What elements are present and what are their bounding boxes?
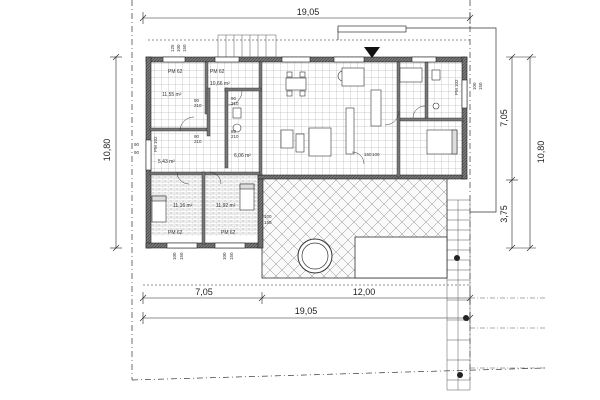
pool	[354, 236, 448, 279]
right-upper-label: 7,05	[499, 109, 509, 127]
right-150: 150	[478, 82, 483, 90]
windows	[145, 56, 468, 249]
door-size-4: 80	[231, 129, 237, 134]
door-size-5: 150	[364, 152, 372, 157]
bottom-100a: 100	[172, 252, 177, 260]
bottom-150a: 150	[179, 252, 184, 260]
area-label-c: 5,43 m²	[158, 159, 175, 165]
pm-label-3: PM 62	[168, 230, 183, 236]
right-dimensions	[506, 53, 536, 252]
bottom-150b: 150	[229, 252, 234, 260]
bottom-total-label: 19,05	[295, 306, 318, 316]
top-150: 150	[182, 44, 187, 52]
external-stairs	[446, 199, 545, 391]
door-size-2: 90	[194, 134, 200, 139]
door-size-1: 90	[194, 98, 200, 103]
area-label-d: 6,06 m²	[234, 153, 251, 159]
right-100: 100	[472, 82, 477, 90]
left-height-label: 10,80	[102, 139, 112, 162]
pm-label-4: PM 62	[221, 230, 236, 236]
top-dimension	[139, 12, 474, 41]
pm-label-2: PM 62	[210, 69, 225, 75]
door-size-1b: 210	[194, 103, 202, 108]
interior-walls	[149, 61, 464, 245]
area-label-e: 11,16 m²	[173, 203, 193, 209]
bottom-dimensions	[139, 284, 474, 324]
mid-100c: 100	[264, 214, 272, 219]
jacuzzi	[297, 238, 333, 274]
bottom-right-label: 12,00	[353, 287, 376, 297]
pm-label-6: PM 102	[454, 79, 459, 95]
door-size-2b: 210	[194, 139, 202, 144]
outer-terrace	[337, 25, 497, 213]
area-label-b: 10,66 m²	[210, 81, 230, 87]
right-height-label: 10,80	[536, 141, 546, 164]
bottom-left-label: 7,05	[195, 287, 213, 297]
door-size-3: 90	[231, 96, 237, 101]
right-lower-label: 3,75	[499, 205, 509, 223]
pm-label-1: PM 62	[168, 69, 183, 75]
side-90b: 90	[134, 150, 140, 155]
area-label-a: 11,55 m²	[162, 92, 182, 98]
door-swings	[176, 90, 426, 185]
side-90: 90	[134, 142, 140, 147]
door-size-5b: 100	[372, 152, 380, 157]
pm-label-5: PM 102	[153, 136, 158, 152]
top-stairs	[217, 34, 277, 58]
door-size-3b: 210	[231, 101, 239, 106]
mid-150c: 150	[264, 220, 272, 225]
furniture	[232, 67, 441, 157]
bottom-100b: 100	[222, 252, 227, 260]
level-markers	[454, 255, 469, 378]
entry-arrow	[364, 47, 380, 58]
top-total-label: 19,05	[297, 7, 320, 17]
top-100: 100	[176, 44, 181, 52]
area-label-f: 11,92 m²	[216, 203, 236, 209]
door-size-4b: 210	[231, 134, 239, 139]
top-125: 125	[170, 44, 175, 52]
beds	[151, 129, 458, 223]
left-dimension	[110, 53, 122, 252]
